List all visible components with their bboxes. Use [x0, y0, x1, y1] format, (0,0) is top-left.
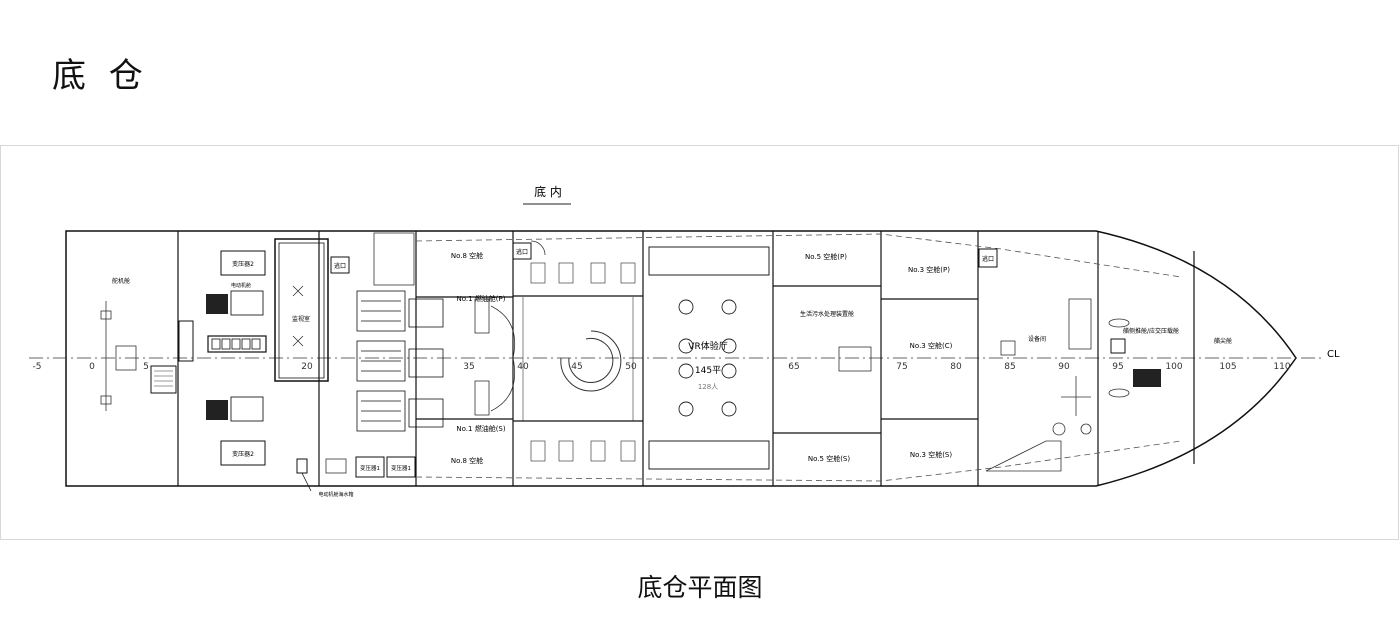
frame-number: 50 [625, 362, 637, 372]
centerline-label: CL [1327, 349, 1340, 360]
frame-number: 95 [1112, 362, 1123, 372]
frame-number: 80 [950, 362, 962, 372]
hull-outline [65, 230, 1297, 487]
deck-label: 底 内 [534, 184, 562, 199]
vr-area-label: 145平 [695, 365, 721, 376]
frame-number: 0 [89, 362, 95, 372]
void-no3-s-label: No.3 空舱(S) [910, 450, 952, 459]
frame-number: 5 [143, 362, 149, 372]
vr-tables [678, 299, 737, 417]
transformer-s2-label: 变压器1 [391, 464, 411, 472]
thruster-motor-icon [1133, 369, 1161, 387]
transformer-top-label: 变压器2 [232, 260, 254, 268]
frame-number: 35 [463, 362, 474, 372]
exit-3: 逃口 [982, 255, 994, 263]
monitor-room-label: 监视室 [292, 315, 310, 323]
bulkheads [177, 231, 1195, 486]
vr-hall-label: VR体验厅 [688, 340, 727, 352]
motor-top-label: 电动机舱 [231, 282, 251, 289]
page-title: 底 仓 [52, 56, 149, 96]
furniture-icons [530, 262, 636, 462]
drawing-caption: 底仓平面图 [637, 573, 763, 602]
motor-top-icon [206, 290, 264, 316]
fuel-s-label: No.1 燃油舱(S) [456, 424, 505, 433]
frame-number: 110 [1273, 362, 1290, 372]
void-no8-p-label: No.8 空舱 [451, 251, 483, 260]
void-no3-p-label: No.3 空舱(P) [908, 265, 950, 274]
sewage-label: 生活污水处理装置舱 [800, 310, 854, 318]
fuel-p-label: No.1 燃油舱(P) [457, 294, 506, 303]
vr-seats-label: 128人 [698, 383, 718, 391]
exit-1: 逃口 [334, 262, 346, 270]
drawing-frame: 底 内 CL 监视室 舵机舱 [0, 145, 1399, 540]
frame-number: 85 [1004, 362, 1015, 372]
frame-number: 40 [517, 362, 529, 372]
frame-number: 20 [301, 362, 313, 372]
void-no5-s-label: No.5 空舱(S) [808, 454, 850, 463]
sea-chest-label: 电动机舱海水箱 [318, 491, 353, 498]
void-no5-p-label: No.5 空舱(P) [805, 252, 847, 261]
equipment-icons [1000, 298, 1092, 436]
sewage-unit-icon [838, 346, 872, 372]
exit-2: 逃口 [516, 248, 528, 256]
engine-icons [356, 290, 444, 432]
thruster-label: 艏侧推舱/应交压载舱 [1123, 327, 1179, 335]
motor-bottom-icon [206, 396, 264, 422]
deck-plan-drawing: 底 内 CL 监视室 舵机舱 [29, 184, 1340, 498]
frame-number: -5 [33, 362, 42, 372]
void-no3-c-label: No.3 空舱(C) [910, 341, 953, 350]
transformer-bottom-label: 变压器2 [232, 450, 254, 458]
frame-number: 65 [788, 362, 799, 372]
equipment-label: 设备间 [1028, 335, 1046, 343]
frame-number: 75 [896, 362, 907, 372]
frame-number: 100 [1165, 362, 1182, 372]
vr-seat-rows [648, 246, 770, 470]
frame-number: 105 [1219, 362, 1236, 372]
frame-numbers: -5 0 5 20 35 40 45 50 65 75 80 85 90 95 … [33, 362, 1291, 372]
frame-number: 90 [1058, 362, 1070, 372]
forepeak-label: 艏尖舱 [1214, 337, 1232, 345]
void-no8-s-label: No.8 空舱 [451, 456, 483, 465]
transformer-s1-label: 变压器1 [360, 464, 380, 472]
frame-number: 45 [571, 362, 582, 372]
switchboard-icon [207, 335, 267, 353]
seating-arc [560, 330, 622, 392]
steering-label: 舵机舱 [112, 277, 130, 285]
steering-gear-icon [100, 301, 137, 411]
